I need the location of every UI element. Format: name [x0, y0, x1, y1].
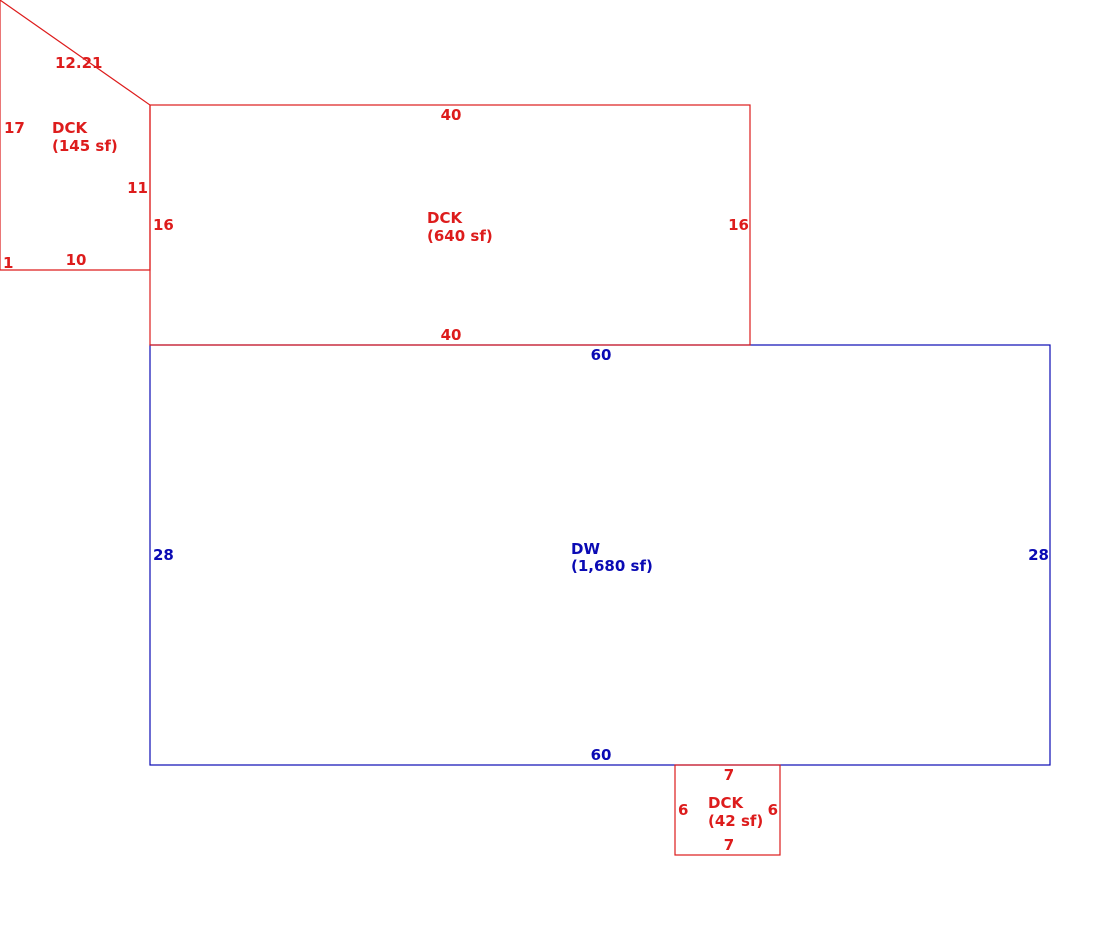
deck-main-left-dim: 16 [153, 216, 174, 234]
deck-small-name: DCK [708, 794, 744, 812]
deck-wedge-name: DCK [52, 119, 88, 137]
deck-small-top-dim: 7 [724, 766, 734, 784]
deck-small-bottom-dim: 7 [724, 836, 734, 854]
deck-wedge-corner-dim: 1 [3, 254, 13, 272]
dwelling-outline [149, 344, 1051, 766]
dwelling-right-dim: 28 [1028, 546, 1049, 564]
deck-main-area: 40 40 16 16 DCK (640 sf) [149, 104, 751, 346]
deck-wedge-right-dim: 11 [127, 179, 148, 197]
deck-small-outline [674, 764, 781, 856]
deck-main-area-sf: (640 sf) [427, 227, 493, 245]
deck-wedge-bottom-dim: 10 [66, 251, 87, 269]
deck-main-top-dim: 40 [441, 106, 462, 124]
deck-main-name: DCK [427, 209, 463, 227]
deck-main-bottom-dim: 40 [441, 326, 462, 344]
deck-small-left-dim: 6 [678, 801, 688, 819]
dwelling-bottom-dim: 60 [591, 746, 612, 764]
dwelling-name: DW [571, 540, 600, 558]
deck-small-right-dim: 6 [768, 801, 778, 819]
deck-main-right-dim: 16 [728, 216, 749, 234]
deck-wedge-outline [0, 0, 151, 271]
dwelling-top-dim: 60 [591, 346, 612, 364]
deck-wedge-top-dim: 12.21 [55, 54, 102, 72]
deck-wedge-left-dim: 17 [4, 119, 25, 137]
dwelling-left-dim: 28 [153, 546, 174, 564]
deck-small-area: 7 7 6 6 DCK (42 sf) [674, 764, 781, 856]
dwelling-area-sf: (1,680 sf) [571, 557, 653, 575]
dwelling-area: 60 60 28 28 DW (1,680 sf) [149, 344, 1051, 766]
deck-wedge-area: 12.21 17 11 10 1 DCK (145 sf) [0, 0, 151, 272]
deck-wedge-area-sf: (145 sf) [52, 137, 118, 155]
deck-small-area-sf: (42 sf) [708, 812, 763, 830]
